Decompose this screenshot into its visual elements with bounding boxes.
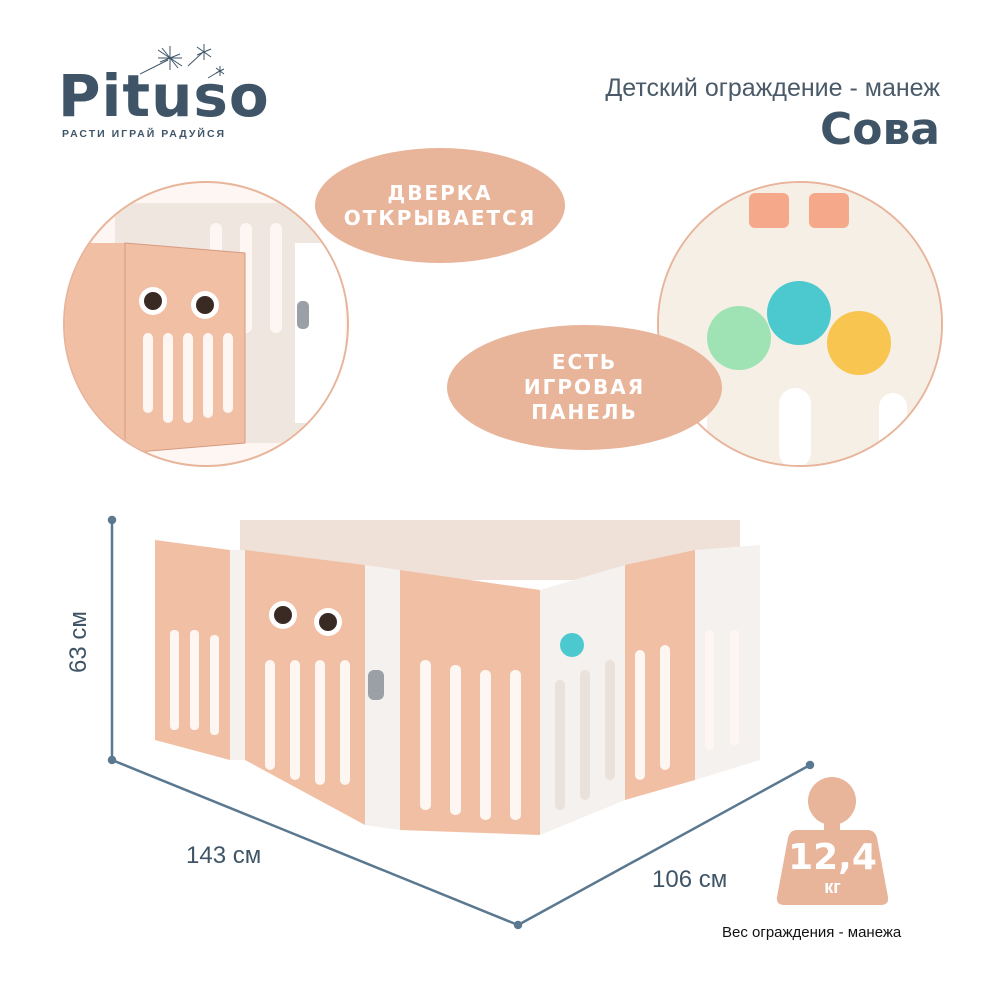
product-subtitle: Детский ограждение - манеж <box>605 74 940 102</box>
product-title: Сова <box>819 104 940 155</box>
callout-line: ОТКРЫВАЕТСЯ <box>343 205 537 230</box>
dandelion-logo-icon <box>140 44 225 79</box>
callout-door-opens: ДВЕРКА ОТКРЫВАЕТСЯ <box>315 148 565 263</box>
weight-value: 12,4 <box>788 837 877 878</box>
playpen-image <box>155 520 760 835</box>
length-dimension: 143 см <box>186 842 262 869</box>
callout-play-panel: ЕСТЬ ИГРОВАЯ ПАНЕЛЬ <box>447 325 722 450</box>
callout-line: ПАНЕЛЬ <box>531 400 638 424</box>
play-panel-detail-image <box>657 181 943 467</box>
callout-line: ДВЕРКА <box>387 180 493 205</box>
door-detail-image <box>63 181 349 467</box>
callout-line: ИГРОВАЯ <box>523 375 646 399</box>
brand-logo: Pituso <box>58 62 270 130</box>
width-dimension: 106 см <box>652 866 728 893</box>
brand-tagline: РАСТИ ИГРАЙ РАДУЙСЯ <box>62 128 227 140</box>
callout-line: ЕСТЬ <box>551 350 618 374</box>
weight-caption: Вес ограждения - манежа <box>722 924 902 941</box>
height-dimension: 63 см <box>64 611 92 673</box>
weight-icon <box>776 777 889 905</box>
weight-unit: кг <box>824 877 841 897</box>
